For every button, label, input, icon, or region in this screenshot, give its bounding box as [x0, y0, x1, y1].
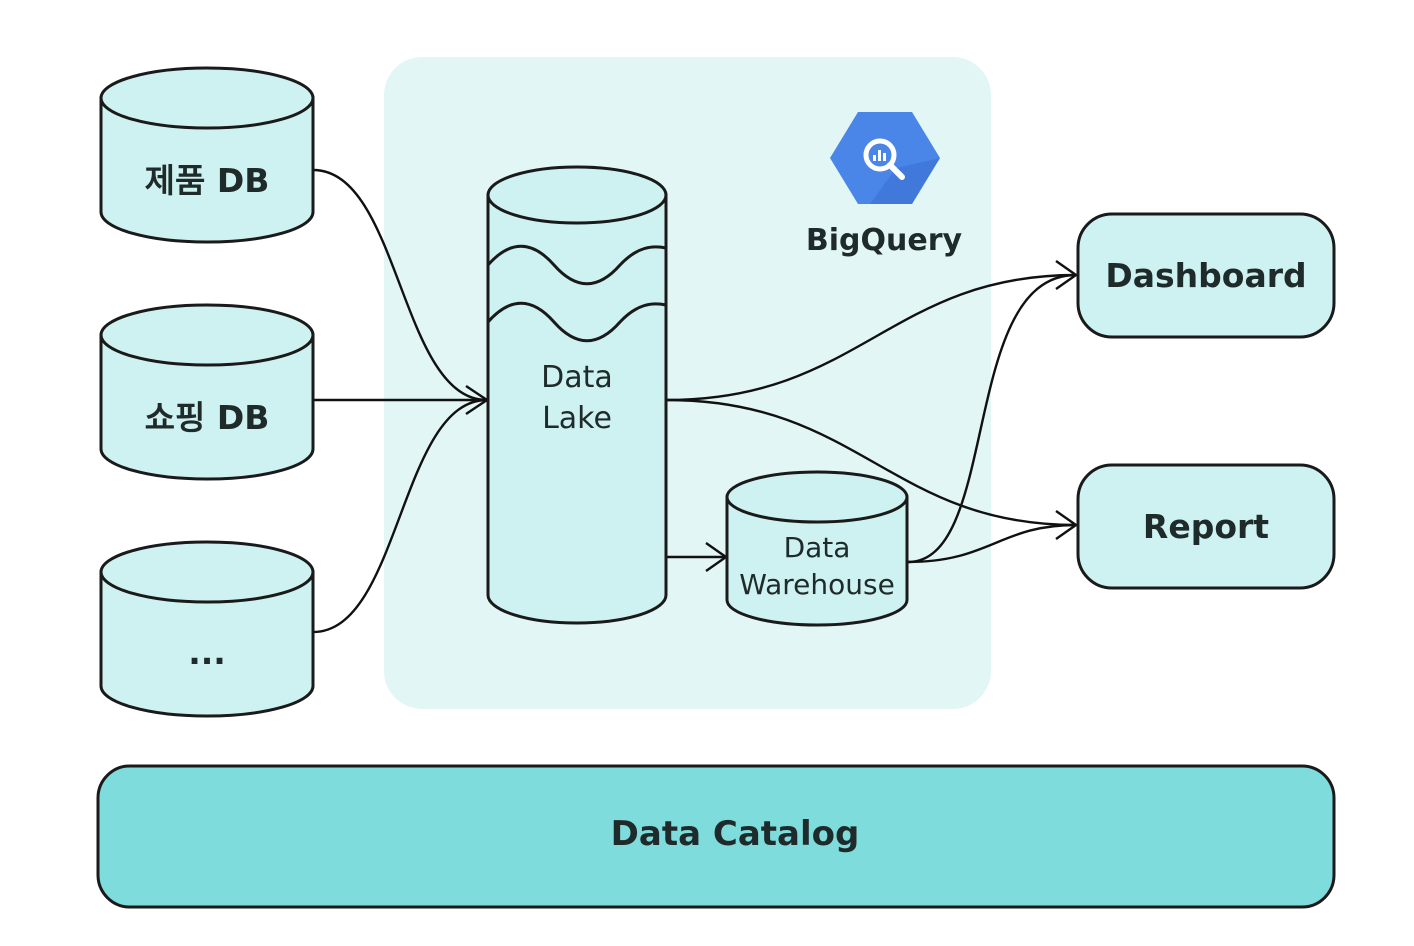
source-shopping-db: 쇼핑 DB — [99, 303, 315, 481]
shopping-db-label: 쇼핑 DB — [145, 398, 270, 437]
connector-lake-to-report — [666, 398, 1077, 527]
data-lake-label-line2: Lake — [542, 401, 612, 436]
connector-warehouse-to-report — [907, 523, 1077, 564]
bigquery-label: BigQuery — [806, 223, 963, 258]
data-warehouse-label-line2: Warehouse — [739, 568, 895, 601]
flow-connectors — [312, 168, 1077, 634]
output-report: Report — [1076, 463, 1336, 590]
product-db-label: 제품 DB — [145, 161, 270, 200]
output-dashboard: Dashboard — [1076, 212, 1336, 339]
bigquery-logo: BigQuery — [806, 112, 963, 258]
connector-product-db-to-lake — [312, 168, 488, 402]
source-product-db: 제품 DB — [99, 66, 315, 244]
data-lake: Data Lake — [486, 165, 668, 625]
magnifier-icon — [863, 138, 897, 172]
lake-wave-top — [486, 244, 667, 286]
report-label: Report — [1143, 507, 1269, 546]
connector-lake-to-dashboard — [666, 273, 1077, 402]
bigquery-hex-shade — [870, 158, 940, 204]
etc-db-label: ... — [188, 633, 226, 672]
connector-warehouse-to-dashboard — [907, 273, 1077, 564]
dashboard-label: Dashboard — [1105, 256, 1306, 295]
data-warehouse-label-line1: Data — [784, 531, 851, 564]
source-etc-db: ... — [99, 540, 315, 718]
data-warehouse: Data Warehouse — [725, 470, 909, 627]
data-lake-label-line1: Data — [541, 360, 613, 395]
data-catalog-label: Data Catalog — [611, 814, 860, 854]
lake-wave-bottom — [486, 301, 667, 343]
connector-etc-db-to-lake — [312, 398, 488, 634]
data-catalog-bar: Data Catalog — [96, 764, 1336, 909]
arrowhead-into-report — [1055, 510, 1079, 540]
arrowhead-into-dashboard — [1055, 260, 1079, 290]
